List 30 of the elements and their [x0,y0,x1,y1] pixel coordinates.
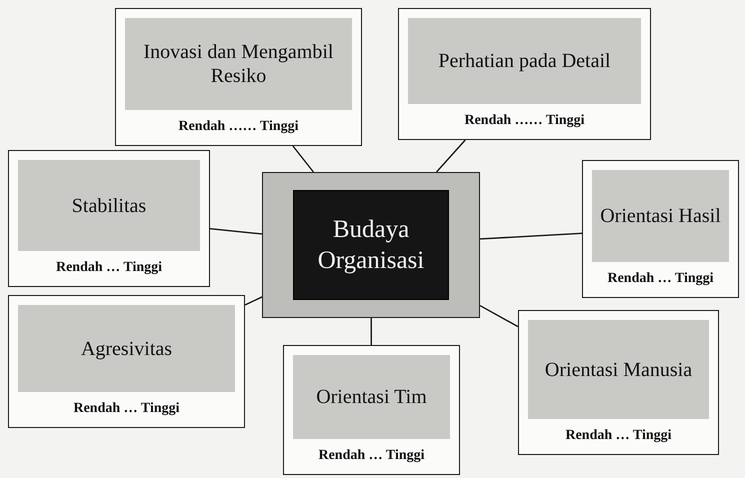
scale-label: Rendah …… Tinggi [177,118,300,136]
dimension-title: Perhatian pada Detail [408,18,641,104]
connector-line [436,140,466,172]
dimension-card [283,345,460,475]
scale-label: Rendah … Tinggi [606,270,715,288]
connector-line [210,228,262,235]
dimension-card [8,150,210,287]
dimension-title: Orientasi Tim [293,355,450,439]
dimension-card [8,295,245,428]
scale-label: Rendah … Tinggi [317,447,426,465]
dimension-card [115,8,362,146]
scale-label: Rendah … Tinggi [72,400,181,418]
scale-label: Rendah … Tinggi [564,427,673,445]
scale-label: Rendah … Tinggi [54,259,164,277]
central-title: Budaya Organisasi [293,190,449,300]
connector-line [370,318,372,345]
dimension-card [518,310,719,455]
dimension-card [398,8,651,140]
dimension-title: Orientasi Hasil [592,170,729,262]
dimension-title: Stabilitas [18,160,200,251]
connector-line [480,232,582,240]
connector-line [244,296,262,306]
connector-line [292,146,314,172]
scale-label: Rendah …… Tinggi [463,112,586,130]
connector-line [480,304,518,328]
central-frame [262,172,480,318]
dimension-title: Agresivitas [18,305,235,392]
dimension-title: Inovasi dan Mengambil Resiko [125,18,352,110]
dimension-title: Orientasi Manusia [528,320,709,419]
dimension-card [582,160,739,298]
